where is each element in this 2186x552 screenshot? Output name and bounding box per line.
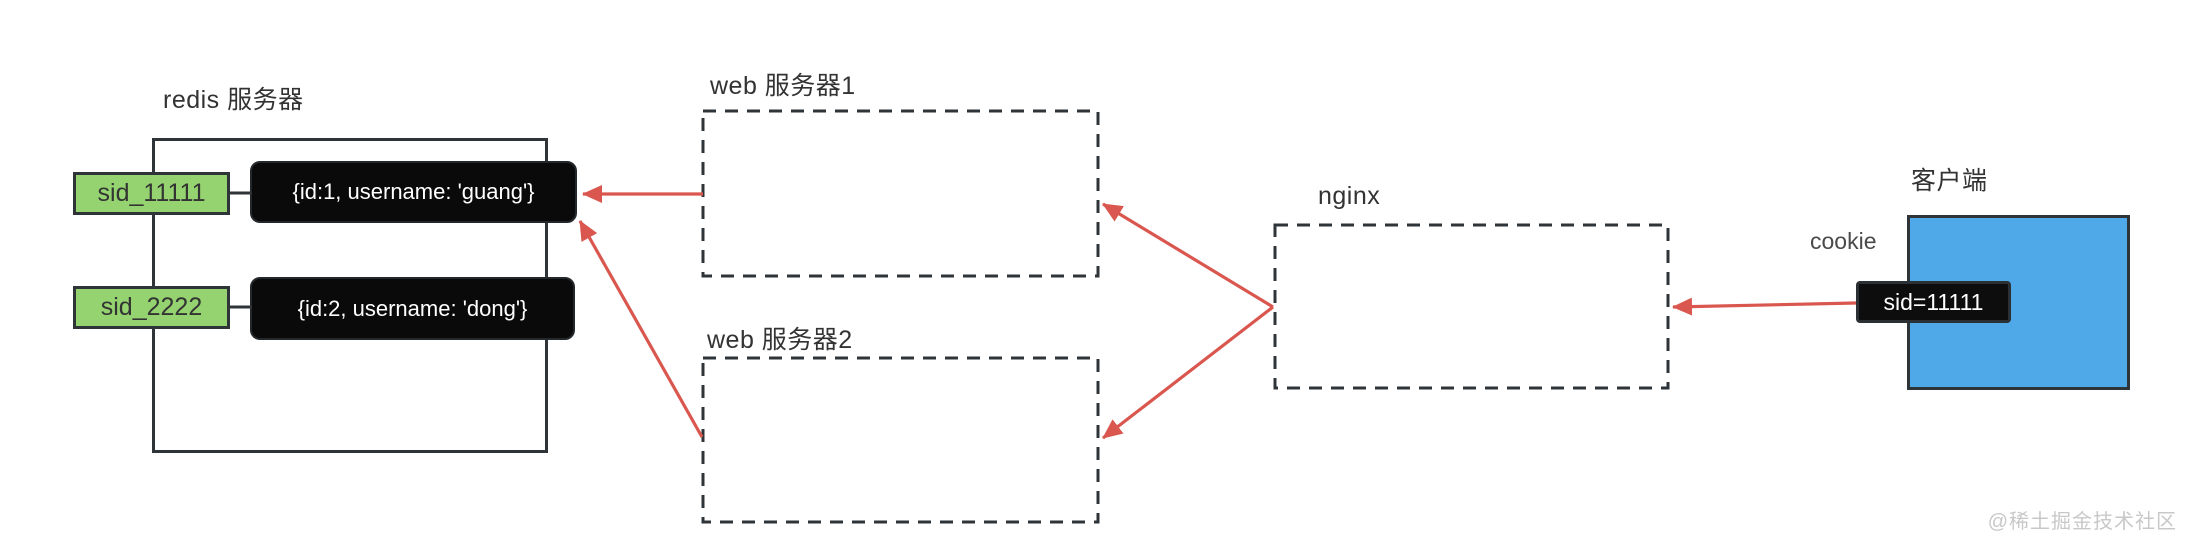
- cookie-label: cookie: [1810, 228, 1877, 254]
- nginx-box: [1273, 223, 1670, 390]
- web-server-1-box: [701, 109, 1100, 278]
- cookie-sid-value-box: sid=11111: [1856, 281, 2011, 323]
- web-server-1-label: web 服务器1: [710, 72, 856, 100]
- session-key-sid-2222: sid_2222: [73, 286, 230, 329]
- arrow-client-to-nginx: [1672, 297, 1857, 316]
- client-label: 客户端: [1911, 167, 1988, 195]
- arrow-web2-to-redis: [578, 220, 704, 438]
- session-value-guang: {id:1, username: 'guang'}: [250, 161, 577, 223]
- client-box: [1907, 215, 2130, 390]
- session-key-sid-11111: sid_11111: [73, 172, 230, 215]
- nginx-label: nginx: [1318, 182, 1381, 210]
- arrow-nginx-to-web2: [1102, 305, 1274, 440]
- session-value-dong: {id:2, username: 'dong'}: [250, 277, 575, 340]
- watermark-text: @稀土掘金技术社区: [1987, 511, 2177, 533]
- redis-server-title: redis 服务器: [163, 86, 304, 114]
- web-server-2-box: [701, 356, 1100, 524]
- arrow-nginx-to-web1: [1102, 202, 1274, 309]
- web-server-2-label: web 服务器2: [707, 326, 853, 354]
